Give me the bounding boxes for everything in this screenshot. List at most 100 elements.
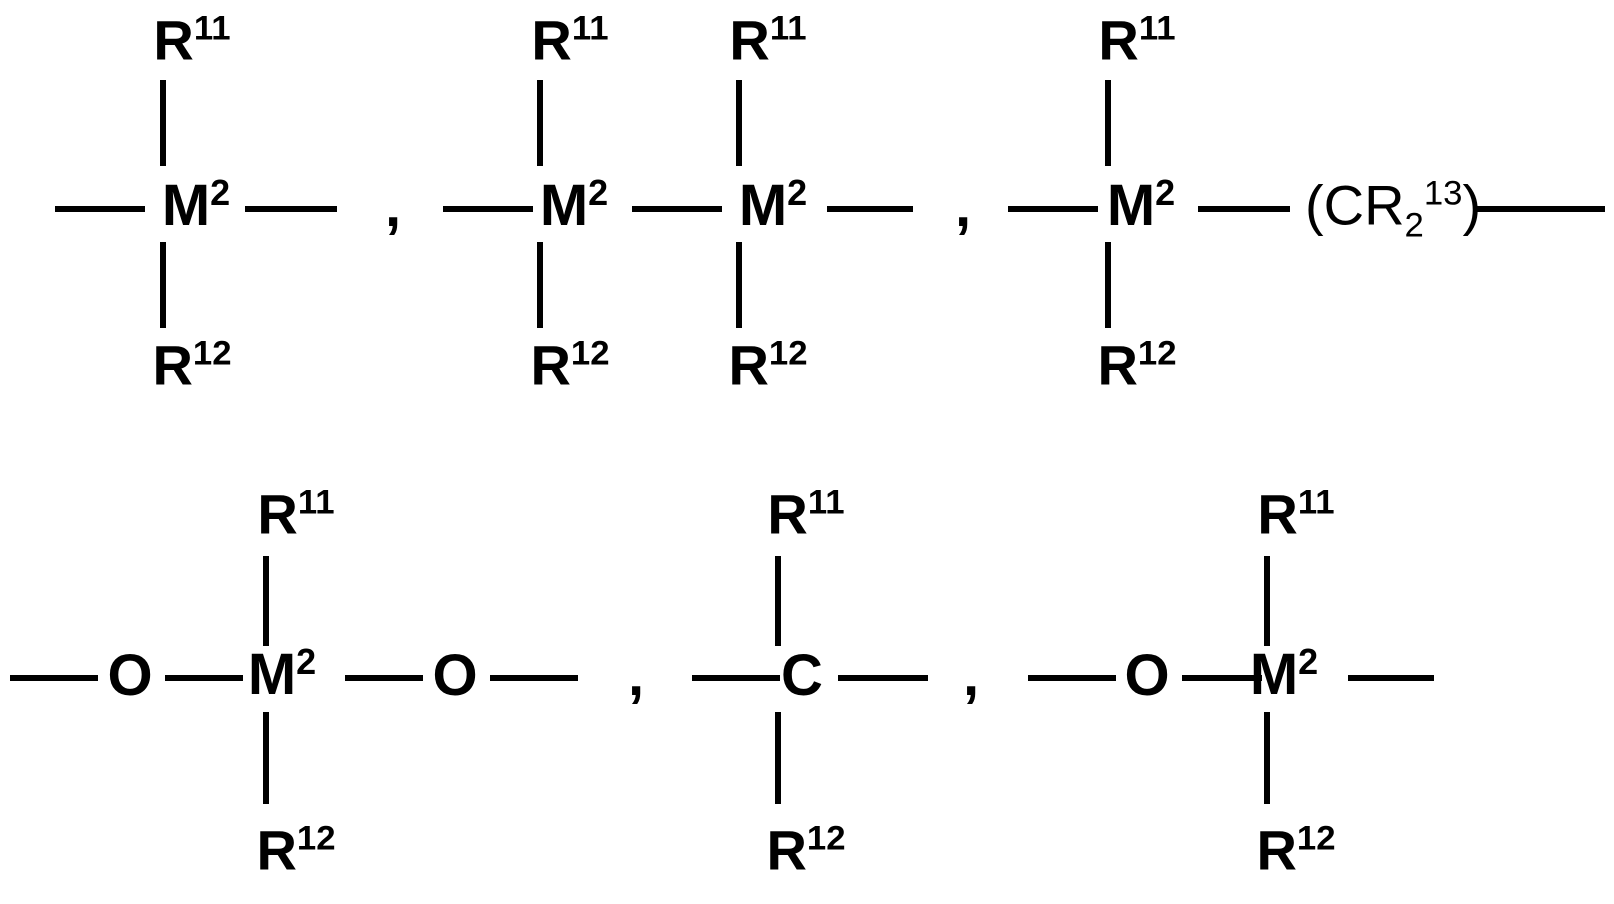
bond-open-right: [1348, 675, 1434, 681]
atom-o: O: [1124, 647, 1169, 705]
atom-base: M: [1249, 642, 1299, 708]
r-base: R: [729, 8, 770, 72]
r-superscript: 11: [297, 483, 335, 522]
group-cr2-13: (CR213): [1305, 174, 1481, 245]
bond-to-group: [1198, 206, 1290, 212]
atom-c: C: [781, 647, 823, 705]
bond-open-left: [55, 206, 145, 212]
r-superscript: 11: [1138, 9, 1176, 48]
atom-m2: M2: [1249, 640, 1319, 708]
atom-o-left: O: [107, 647, 152, 705]
r-superscript: 12: [192, 334, 232, 373]
bond-vertical-bottom: [160, 242, 166, 328]
substituent-label-r12: R12: [728, 334, 808, 394]
bond-open-right: [838, 675, 928, 681]
atom-superscript: 2: [210, 171, 231, 213]
bond-vertical-bottom: [263, 712, 269, 804]
separator-comma: ,: [962, 643, 980, 708]
bond-vertical-top: [775, 556, 781, 646]
bond-open-left: [1008, 206, 1098, 212]
substituent-label-r11: R11: [153, 9, 231, 69]
substituent-label-r11: R11: [767, 485, 844, 543]
bond-vertical-top: [160, 80, 166, 166]
r-base: R: [531, 8, 572, 72]
atom-base: M: [247, 642, 297, 708]
r-superscript: 11: [571, 9, 609, 48]
r-superscript: 11: [1297, 483, 1335, 522]
atom-superscript: 2: [588, 171, 609, 213]
group-subscript: 2: [1404, 206, 1424, 245]
atom-m2: M2: [247, 640, 317, 708]
bond-vertical-top: [263, 556, 269, 646]
bond-open-right: [490, 675, 578, 681]
atom-m2: M2: [1106, 171, 1176, 239]
separator-comma: ,: [954, 174, 972, 239]
atom-base: O: [107, 643, 153, 708]
r-base: R: [1257, 482, 1298, 546]
r-base: R: [152, 333, 193, 397]
separator-comma: ,: [627, 643, 645, 708]
atom-superscript: 2: [1155, 171, 1176, 213]
substituent-label-r11: R11: [729, 9, 807, 69]
r-base: R: [767, 482, 808, 546]
bond-open-right: [245, 206, 337, 212]
r-superscript: 12: [570, 334, 610, 373]
r-base: R: [766, 818, 807, 882]
bond-open-right: [827, 206, 913, 212]
r-superscript: 11: [769, 9, 807, 48]
r-base: R: [1256, 818, 1297, 882]
group-close-paren: ): [1462, 173, 1482, 237]
r-superscript: 11: [193, 9, 231, 48]
r-base: R: [256, 818, 297, 882]
bond-open-left: [692, 675, 780, 681]
atom-m2: M2: [161, 171, 231, 239]
substituent-label-r12: R12: [1256, 819, 1336, 879]
bond-bridge: [632, 206, 722, 212]
bond-vertical-bottom: [537, 242, 543, 328]
r-superscript: 12: [768, 334, 808, 373]
r-superscript: 12: [1296, 819, 1336, 858]
r-base: R: [1098, 8, 1139, 72]
substituent-label-r11: R11: [531, 9, 609, 69]
bond-vertical-top: [1105, 80, 1111, 166]
atom-base: C: [781, 643, 823, 708]
bond-vertical-bottom: [775, 712, 781, 804]
substituent-label-r12: R12: [152, 334, 232, 394]
r-base: R: [153, 8, 194, 72]
bond-vertical-top: [736, 80, 742, 166]
bond-o-to-m2: [1182, 675, 1262, 681]
group-superscript: 13: [1423, 174, 1463, 213]
atom-base: M: [738, 173, 788, 239]
substituent-label-r12: R12: [256, 819, 336, 879]
bond-vertical-bottom: [1264, 712, 1270, 804]
atom-base: O: [432, 643, 478, 708]
substituent-label-r12: R12: [766, 819, 846, 879]
atom-base: M: [539, 173, 589, 239]
r-superscript: 12: [1137, 334, 1177, 373]
atom-base: M: [161, 173, 211, 239]
substituent-label-r12: R12: [530, 334, 610, 394]
r-superscript: 12: [806, 819, 846, 858]
atom-o-right: O: [432, 647, 477, 705]
atom-base: O: [1124, 643, 1170, 708]
bond-open-right: [1475, 206, 1605, 212]
substituent-label-r12: R12: [1097, 334, 1177, 394]
r-base: R: [530, 333, 571, 397]
r-base: R: [728, 333, 769, 397]
atom-m2: M2: [738, 171, 808, 239]
r-superscript: 12: [296, 819, 336, 858]
bond-vertical-bottom: [736, 242, 742, 328]
group-open-paren: (CR: [1305, 173, 1405, 237]
bond-vertical-top: [1264, 556, 1270, 646]
atom-base: M: [1106, 173, 1156, 239]
atom-superscript: 2: [787, 171, 808, 213]
bond-open-left: [443, 206, 533, 212]
bond-o-to-m2: [165, 675, 243, 681]
bond-m2-to-o: [345, 675, 423, 681]
atom-superscript: 2: [1298, 640, 1319, 682]
r-base: R: [1097, 333, 1138, 397]
separator-comma: ,: [384, 174, 402, 239]
atom-superscript: 2: [296, 640, 317, 682]
substituent-label-r11: R11: [257, 483, 335, 543]
